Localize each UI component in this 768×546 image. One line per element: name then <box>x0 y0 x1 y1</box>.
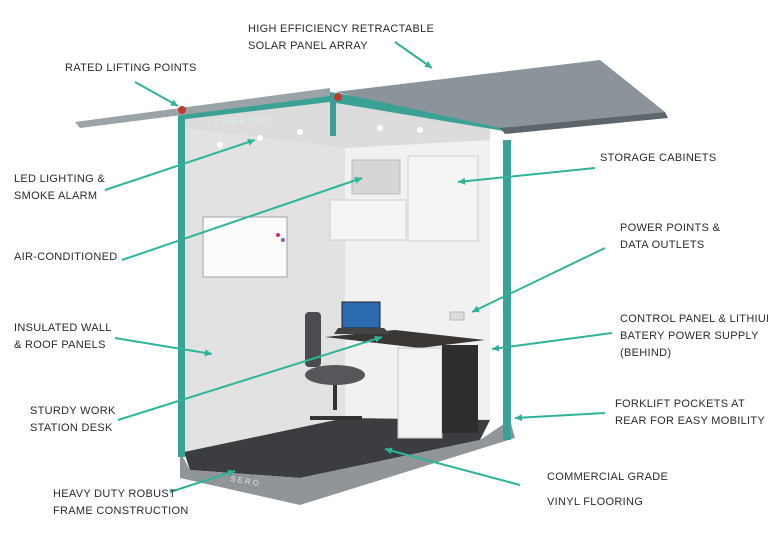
leader-line <box>121 177 363 261</box>
back-post <box>330 96 336 136</box>
callout-line: (BEHIND) <box>620 347 672 359</box>
leader-arrowhead <box>247 138 255 146</box>
lifting-point-right <box>334 93 342 101</box>
solar-panel-left <box>75 88 330 128</box>
desk-pedestal <box>397 347 443 439</box>
leader-line <box>114 337 213 355</box>
solar-panel-right <box>335 60 665 128</box>
callout-forklift-pockets: FORKLIFT POCKETS AT REAR FOR EASY MOBILI… <box>615 396 765 430</box>
leader-line <box>117 336 383 421</box>
callout-line: SOLAR PANEL ARRAY <box>248 40 368 52</box>
callout-work-desk: STURDY WORK STATION DESK <box>30 403 116 437</box>
leader-arrowhead <box>385 447 393 455</box>
led-light <box>217 142 223 148</box>
frame-base <box>180 420 515 505</box>
callout-air-conditioned: AIR-CONDITIONED <box>14 249 118 266</box>
callout-insulated-walls: INSULATED WALL & ROOF PANELS <box>14 320 112 354</box>
callout-frame-construction: HEAVY DUTY ROBUST FRAME CONSTRUCTION <box>53 486 189 520</box>
leader-line <box>471 247 606 313</box>
callout-lifting-points: RATED LIFTING POINTS <box>65 60 197 77</box>
leader-line <box>134 81 179 107</box>
callout-line: HIGH EFFICIENCY RETRACTABLE <box>248 23 435 35</box>
callout-line: HEAVY DUTY ROBUST <box>53 488 177 500</box>
leader-line <box>514 412 606 419</box>
callout-line: INSULATED WALL <box>14 322 112 334</box>
callout-line: DATA OUTLETS <box>620 239 705 251</box>
leader-arrowhead <box>204 349 212 357</box>
leader-lines <box>104 41 613 493</box>
leader-arrowhead <box>374 335 382 343</box>
callout-line: STORAGE CABINETS <box>600 152 717 164</box>
left-wall <box>184 128 345 452</box>
solar-panel-right-edge <box>500 112 668 134</box>
callout-line: FRAME CONSTRUCTION <box>53 505 189 517</box>
desk-leg-panel <box>442 345 478 433</box>
callout-led-lighting: LED LIGHTING & SMOKE ALARM <box>14 171 105 205</box>
front-post-right <box>503 140 511 440</box>
callout-storage-cabinets: STORAGE CABINETS <box>600 150 716 167</box>
callout-line: LED LIGHTING & <box>14 173 105 185</box>
callout-line: STATION DESK <box>30 422 113 434</box>
storage-cabinet-upper <box>407 155 479 242</box>
callout-line: AIR-CONDITIONED <box>14 251 118 263</box>
callout-line: COMMERCIAL GRADE <box>547 471 669 483</box>
leader-arrowhead <box>472 305 480 313</box>
callout-line: FORKLIFT POCKETS AT <box>615 398 745 410</box>
leader-arrowhead <box>227 469 235 477</box>
callout-line: VINYL FLOORING <box>547 496 644 508</box>
led-light <box>257 135 263 141</box>
leader-line <box>491 332 613 350</box>
callout-line: STURDY WORK <box>30 405 116 417</box>
leader-line <box>104 139 256 191</box>
chair-seat <box>305 365 365 385</box>
callout-line: & ROOF PANELS <box>14 339 106 351</box>
front-post-left <box>178 112 185 457</box>
led-light <box>297 129 303 135</box>
leader-arrowhead <box>492 344 500 352</box>
whiteboard <box>202 216 288 278</box>
lifting-point-left <box>178 106 186 114</box>
leader-line <box>457 167 596 183</box>
leader-line <box>384 448 521 486</box>
magnet <box>276 233 280 237</box>
callout-power-points: POWER POINTS & DATA OUTLETS <box>620 220 720 254</box>
leader-arrowhead <box>424 61 432 68</box>
callout-line: POWER POINTS & <box>620 222 721 234</box>
power-outlet <box>449 311 465 321</box>
leader-arrowhead <box>354 176 362 184</box>
air-conditioner <box>351 159 401 195</box>
leader-arrowhead <box>458 177 466 185</box>
callout-line: RATED LIFTING POINTS <box>65 62 197 74</box>
magnet <box>281 238 285 242</box>
led-light <box>377 125 383 131</box>
chair-back <box>305 312 321 367</box>
laptop-screen <box>341 301 381 329</box>
callout-line: REAR FOR EASY MOBILITY <box>615 415 766 427</box>
storage-cabinet-lower <box>329 199 407 241</box>
callout-vinyl-flooring: COMMERCIAL GRADE VINYL FLOORING <box>547 469 668 511</box>
leader-arrowhead <box>515 414 523 422</box>
led-light <box>417 127 423 133</box>
callout-line: CONTROL PANEL & LITHIUM <box>620 313 768 325</box>
callout-line: BATERY POWER SUPPLY <box>620 330 759 342</box>
leader-line <box>394 41 433 69</box>
leader-arrowhead <box>170 99 178 106</box>
callout-line: SMOKE ALARM <box>14 190 98 202</box>
callout-solar-panel: HIGH EFFICIENCY RETRACTABLE SOLAR PANEL … <box>248 21 434 55</box>
callout-control-panel: CONTROL PANEL & LITHIUM BATERY POWER SUP… <box>620 311 768 362</box>
desk-top <box>325 330 485 348</box>
laptop-base <box>334 328 390 334</box>
leader-line <box>169 470 236 493</box>
